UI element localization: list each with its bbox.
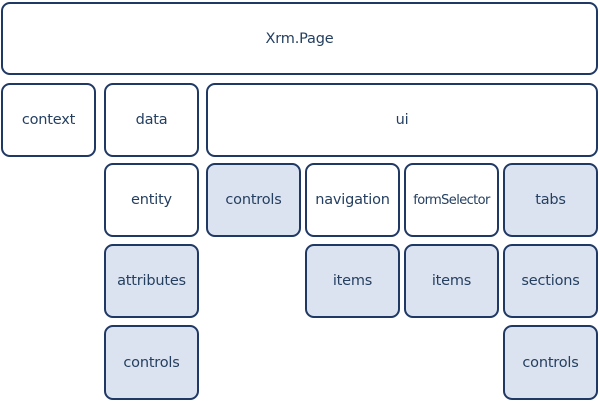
node-label: controls	[225, 192, 282, 208]
navigation-node: navigation	[305, 163, 400, 237]
node-label: context	[21, 112, 76, 128]
data-controls-collection-node: controls	[104, 325, 199, 400]
navigation-items-collection-node: items	[305, 244, 400, 318]
sections-collection-node: sections	[503, 244, 598, 318]
xrm-page-node: Xrm.Page	[1, 2, 598, 75]
node-label: entity	[131, 192, 172, 208]
context-node: context	[1, 83, 96, 157]
node-label: sections	[521, 273, 580, 289]
attributes-collection-node: attributes	[104, 244, 199, 318]
node-label: Xrm.Page	[265, 30, 334, 47]
entity-node: entity	[104, 163, 199, 237]
form-selector-node: formSelector	[404, 163, 499, 237]
section-controls-collection-node: controls	[503, 325, 598, 400]
form-selector-items-collection-node: items	[404, 244, 499, 318]
node-label: tabs	[535, 192, 566, 208]
node-label: controls	[522, 354, 579, 371]
node-label: ui	[395, 112, 409, 128]
node-label: data	[135, 112, 168, 128]
node-label: items	[431, 273, 472, 289]
data-node: data	[104, 83, 199, 157]
node-label: items	[332, 273, 373, 289]
node-label: controls	[123, 354, 180, 371]
node-label: attributes	[117, 273, 186, 289]
node-label: formSelector	[413, 192, 490, 208]
node-label: navigation	[315, 192, 390, 208]
ui-controls-collection-node: controls	[206, 163, 301, 237]
ui-node: ui	[206, 83, 598, 157]
tabs-collection-node: tabs	[503, 163, 598, 237]
